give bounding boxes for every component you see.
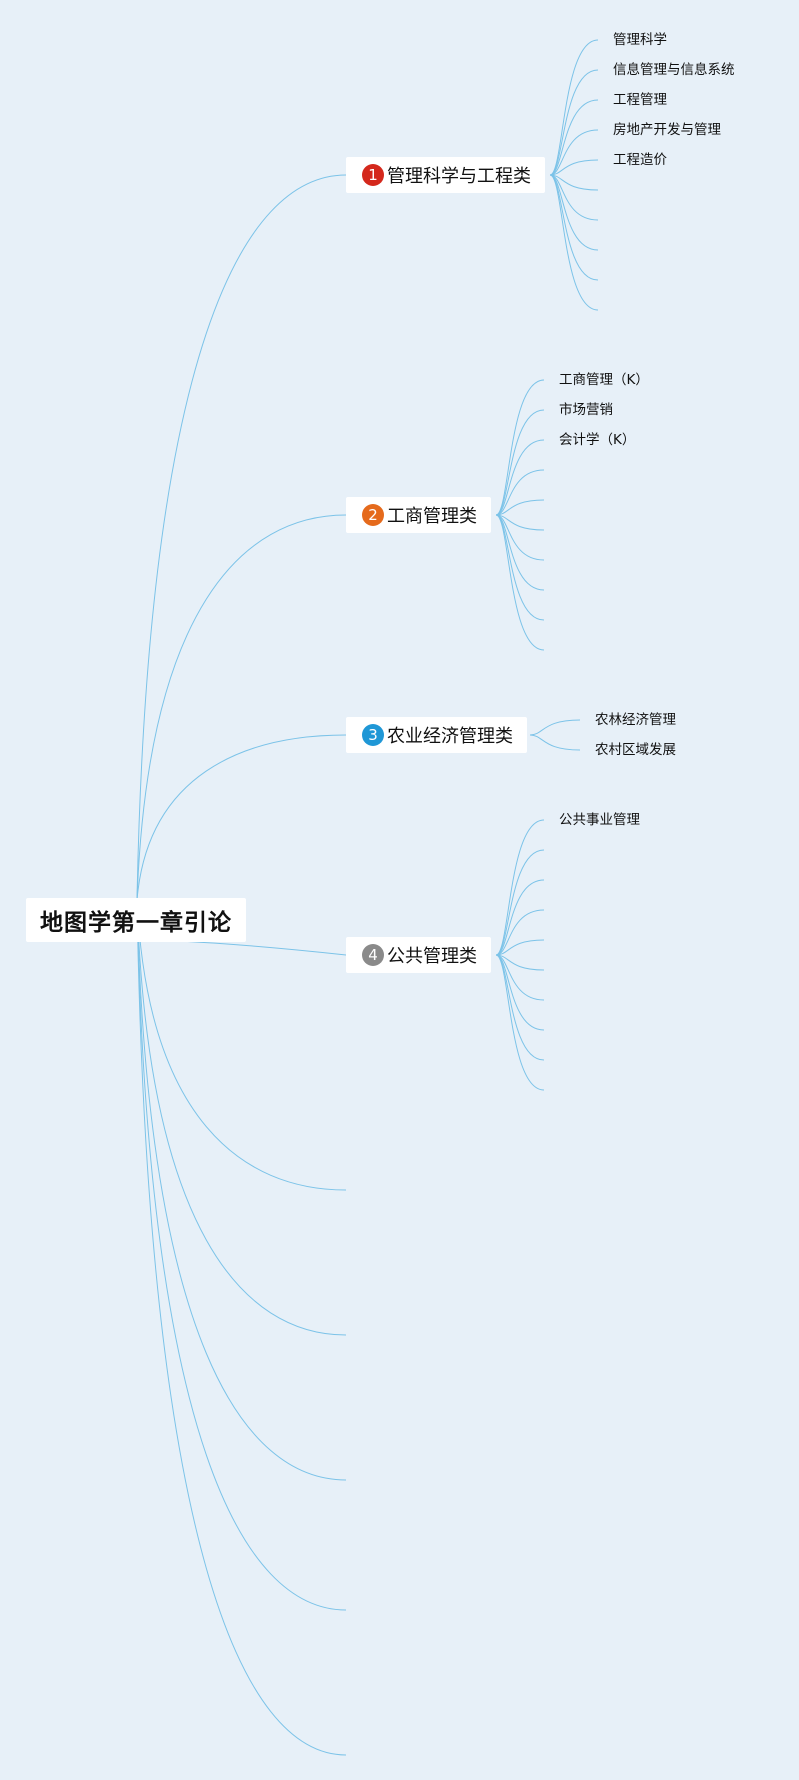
leaf-connector <box>495 954 545 1091</box>
root-node[interactable]: 地图学第一章引论 <box>26 898 246 942</box>
leaf-node[interactable]: 会计学（K） <box>559 432 636 448</box>
leaf-node[interactable]: 农林经济管理 <box>595 712 676 728</box>
leaf-connector <box>495 879 545 956</box>
number-badge-icon: 2 <box>362 504 384 526</box>
leaf-connector <box>549 174 599 191</box>
branch-label: 工商管理类 <box>387 506 477 527</box>
leaf-connector <box>495 514 545 561</box>
leaf-connector <box>549 174 599 311</box>
leaf-node[interactable]: 市场营销 <box>559 402 613 418</box>
leaf-node[interactable]: 工程造价 <box>613 152 667 168</box>
branch-connector <box>136 899 347 1756</box>
branch-connector <box>136 899 347 1191</box>
branch-label: 公共管理类 <box>387 946 477 967</box>
leaf-connector <box>495 954 545 971</box>
leaf-connector <box>495 819 545 956</box>
leaf-node[interactable]: 工商管理（K） <box>559 372 649 388</box>
branch-connector <box>136 899 347 1611</box>
leaf-connector <box>529 719 581 736</box>
branch-connector <box>136 899 347 1336</box>
leaf-connector <box>549 99 599 176</box>
leaf-node[interactable]: 管理科学 <box>613 32 667 48</box>
number-badge-icon: 1 <box>362 164 384 186</box>
leaf-connector <box>529 734 581 751</box>
branch-node-management-science[interactable]: 1 管理科学与工程类 <box>346 157 545 193</box>
leaf-connector <box>549 174 599 221</box>
leaf-connector <box>495 954 545 1001</box>
leaf-connector <box>495 379 545 516</box>
branch-node-public-admin[interactable]: 4 公共管理类 <box>346 937 491 973</box>
leaf-node[interactable]: 工程管理 <box>613 92 667 108</box>
branch-connector <box>136 514 347 901</box>
leaf-node[interactable]: 农村区域发展 <box>595 742 676 758</box>
branch-connector <box>136 174 347 901</box>
leaf-connector <box>495 409 545 516</box>
leaf-connector <box>495 514 545 651</box>
branch-connector <box>136 939 347 956</box>
branch-node-business-admin[interactable]: 2 工商管理类 <box>346 497 491 533</box>
root-label: 地图学第一章引论 <box>40 910 232 936</box>
branch-label: 农业经济管理类 <box>387 726 513 747</box>
leaf-connector <box>495 439 545 516</box>
leaf-connector <box>549 69 599 176</box>
leaf-connector <box>549 39 599 176</box>
leaf-node[interactable]: 房地产开发与管理 <box>613 122 721 138</box>
branch-connector <box>136 734 347 901</box>
leaf-connector <box>495 939 545 956</box>
leaf-node[interactable]: 公共事业管理 <box>559 812 640 828</box>
leaf-connector <box>495 849 545 956</box>
branch-node-agri-economics[interactable]: 3 农业经济管理类 <box>346 717 527 753</box>
leaf-connector <box>549 129 599 176</box>
leaf-connector <box>495 469 545 516</box>
number-badge-icon: 4 <box>362 944 384 966</box>
leaf-connector <box>495 909 545 956</box>
leaf-connector <box>495 499 545 516</box>
number-badge-icon: 3 <box>362 724 384 746</box>
leaf-node[interactable]: 信息管理与信息系统 <box>613 62 735 78</box>
leaf-connector <box>549 159 599 176</box>
branch-label: 管理科学与工程类 <box>387 166 531 187</box>
branch-connector <box>136 899 347 1481</box>
leaf-connector <box>495 514 545 531</box>
